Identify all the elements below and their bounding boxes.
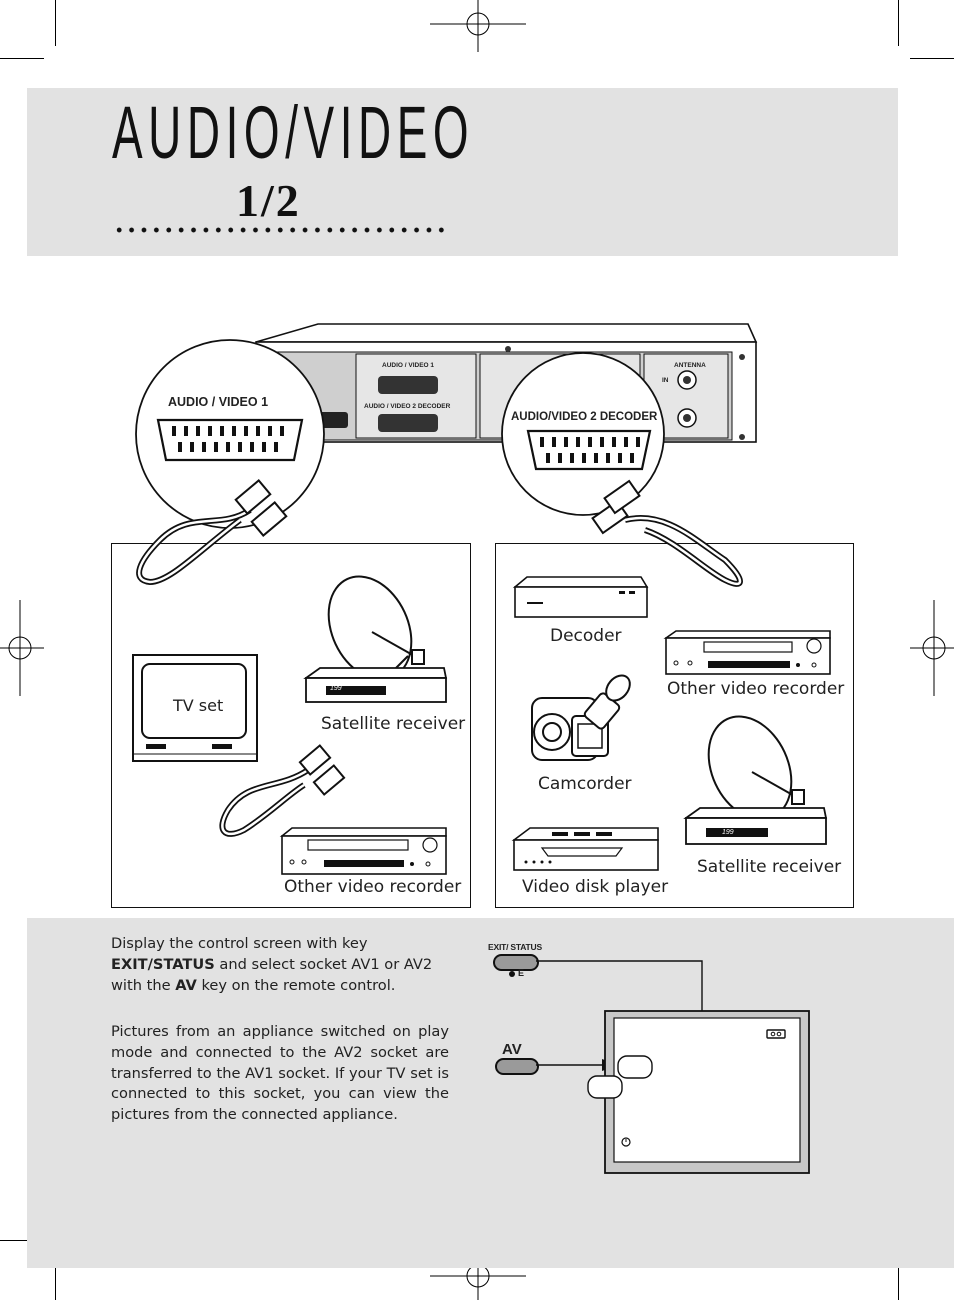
satellite-receiver-left-label: Satellite receiver	[321, 714, 466, 734]
scart-cable-right	[591, 479, 743, 587]
antenna-in-label: IN	[662, 377, 669, 384]
exit-status-key-ref: EXIT/STATUS	[111, 955, 215, 973]
registration-mark-right	[910, 600, 954, 696]
av1-zoom-label: AUDIO / VIDEO 1	[168, 395, 269, 409]
crop-mark	[0, 58, 44, 59]
scart-cable-middle	[219, 744, 346, 837]
av-button-label: AV	[502, 1041, 522, 1058]
video-disk-player-illustration	[511, 827, 659, 871]
crop-mark	[55, 0, 56, 46]
antenna-label: ANTENNA	[674, 362, 706, 369]
satellite-display-left: 199	[330, 685, 342, 692]
av2-zoom-circle	[501, 352, 665, 516]
video-recorder-left-illustration	[279, 827, 447, 875]
satellite-receiver-right-illustration	[683, 715, 828, 845]
exit-status-dot-icon	[509, 971, 515, 977]
av1-socket-small-label: AUDIO / VIDEO 1	[382, 362, 435, 369]
video-recorder-left-label: Other video recorder	[284, 877, 462, 897]
exit-status-button[interactable]	[493, 954, 539, 971]
tv-set-illustration	[132, 654, 258, 762]
video-recorder-right-illustration	[663, 630, 831, 675]
instruction-text: and select socket AV1 or AV2 with the	[111, 955, 433, 994]
instruction-text: Display the control screen with key	[111, 935, 368, 952]
av1-zoom-circle	[135, 339, 325, 529]
instruction-text: key on the remote control.	[196, 976, 396, 994]
av-button[interactable]	[495, 1058, 539, 1075]
av2-zoom-label: AUDIO/VIDEO 2 DECODER	[511, 411, 658, 423]
av2-socket-small-label: AUDIO / VIDEO 2 DECODER	[364, 403, 451, 410]
av-key-ref: AV	[175, 976, 197, 994]
scart-cable-left	[136, 479, 288, 586]
dotted-rule	[113, 226, 449, 234]
decoder-label: Decoder	[550, 626, 622, 646]
video-recorder-right-label: Other video recorder	[667, 679, 845, 699]
crop-mark	[55, 1254, 56, 1300]
exit-status-sub-label: E	[518, 968, 525, 978]
crop-mark	[0, 1240, 44, 1241]
instruction-paragraph-2: Pictures from an appliance switched on p…	[111, 1023, 449, 1124]
instruction-paragraph-1: Display the control screen with key EXIT…	[111, 934, 449, 996]
exit-status-button-label: EXIT/ STATUS	[488, 942, 542, 952]
tv-set-label: TV set	[173, 696, 224, 715]
camcorder-label: Camcorder	[538, 774, 632, 794]
crop-mark	[898, 0, 899, 46]
camcorder-illustration	[531, 674, 631, 761]
decoder-illustration	[512, 576, 649, 618]
satellite-receiver-left-illustration	[303, 575, 448, 703]
page-indicator: 1/2	[236, 175, 301, 226]
page-title: AUDIO/VIDEO	[112, 91, 475, 174]
satellite-receiver-right-label: Satellite receiver	[697, 857, 842, 877]
registration-mark-left	[0, 600, 44, 696]
video-disk-player-label: Video disk player	[522, 877, 669, 897]
crop-mark	[898, 1254, 899, 1300]
satellite-display-right: 199	[722, 829, 734, 836]
tv-osd-screen	[587, 1010, 810, 1174]
crop-mark	[910, 58, 954, 59]
registration-mark-top	[430, 0, 526, 52]
